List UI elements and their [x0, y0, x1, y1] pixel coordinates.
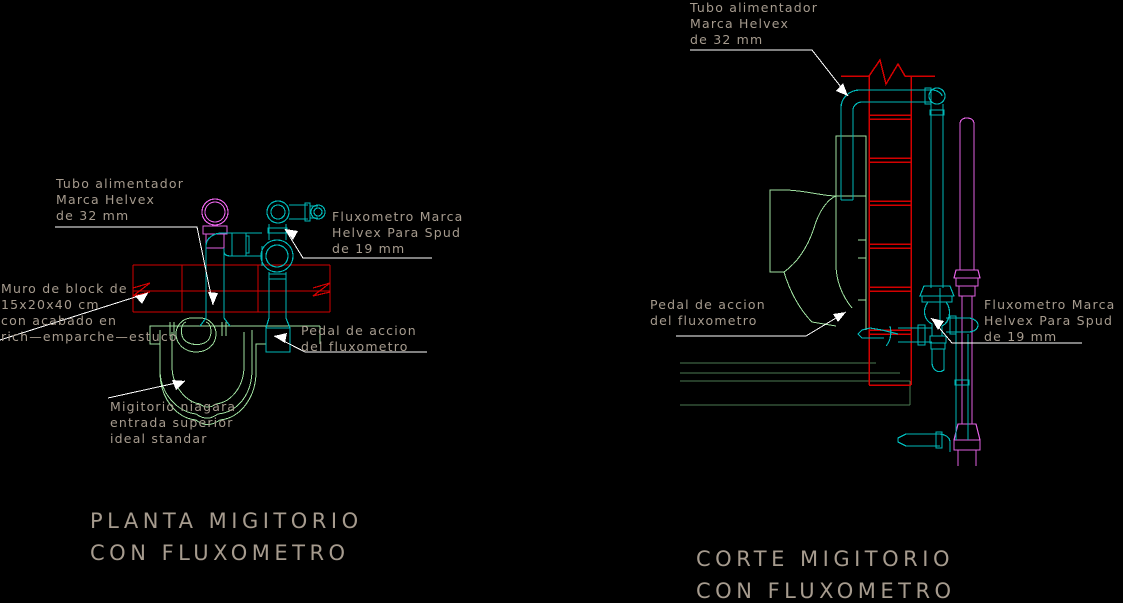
plan-view-title-line2: CON FLUXOMETRO	[90, 541, 350, 565]
section-view-title-line2: CON FLUXOMETRO	[696, 579, 956, 603]
label-muro-block-line3: con acabado en	[1, 313, 117, 328]
section-urinal-outline	[769, 135, 867, 330]
label-fluxometro-plan-line1: Fluxometro Marca	[332, 209, 464, 224]
section-view-geometry	[680, 58, 981, 466]
plan-cyan-piping	[199, 200, 326, 353]
leader-lines	[0, 49, 1082, 399]
label-migitorio-line3: ideal standar	[110, 431, 208, 446]
plan-view-geometry	[132, 198, 331, 426]
label-fluxometro-corte-line2: Helvex Para Spud	[984, 313, 1113, 328]
section-floor-slab	[680, 362, 911, 406]
label-migitorio-line1: Migitorio niagara	[110, 399, 236, 414]
label-fluxometro-plan-line3: de 19 mm	[332, 241, 405, 256]
plan-urinal-outline	[149, 317, 267, 426]
section-fluxometro-assembly	[857, 285, 979, 452]
label-migitorio-line2: entrada superior	[110, 415, 234, 430]
label-muro-block-line4: rich—emparche—estuco	[1, 329, 178, 344]
label-fluxometro-corte-line3: de 19 mm	[984, 329, 1057, 344]
section-view-title-line1: CORTE MIGITORIO	[696, 547, 954, 571]
section-cyan-supply	[840, 87, 946, 288]
label-pedal-corte-line2: del fluxometro	[650, 313, 758, 328]
label-tubo-alimentador-corte-line2: Marca Helvex	[690, 16, 789, 31]
label-tubo-alimentador-line1: Tubo alimentador	[55, 176, 184, 191]
label-tubo-alimentador-line3: de 32 mm	[56, 208, 129, 223]
label-pedal-plan-line1: Pedal de accion	[301, 323, 417, 338]
label-fluxometro-plan-line2: Helvex Para Spud	[332, 225, 461, 240]
section-block-wall	[841, 58, 935, 386]
label-fluxometro-corte-line1: Fluxometro Marca	[984, 297, 1116, 312]
label-tubo-alimentador-corte-line1: Tubo alimentador	[689, 0, 818, 15]
label-pedal-plan-line2: del fluxometro	[301, 339, 409, 354]
section-magenta-standpipe	[953, 117, 981, 466]
label-muro-block-line2: 15x20x40 cm	[1, 297, 100, 312]
label-tubo-alimentador-corte-line3: de 32 mm	[690, 32, 763, 47]
label-tubo-alimentador-line2: Marca Helvex	[56, 192, 155, 207]
plan-magenta-riser	[201, 198, 229, 249]
label-pedal-corte-line1: Pedal de accion	[650, 297, 766, 312]
plan-view-title-line1: PLANTA MIGITORIO	[90, 509, 363, 533]
label-muro-block-line1: Muro de block de	[1, 281, 128, 296]
plan-block-wall	[132, 264, 331, 313]
plan-pedal-outline	[266, 325, 321, 344]
